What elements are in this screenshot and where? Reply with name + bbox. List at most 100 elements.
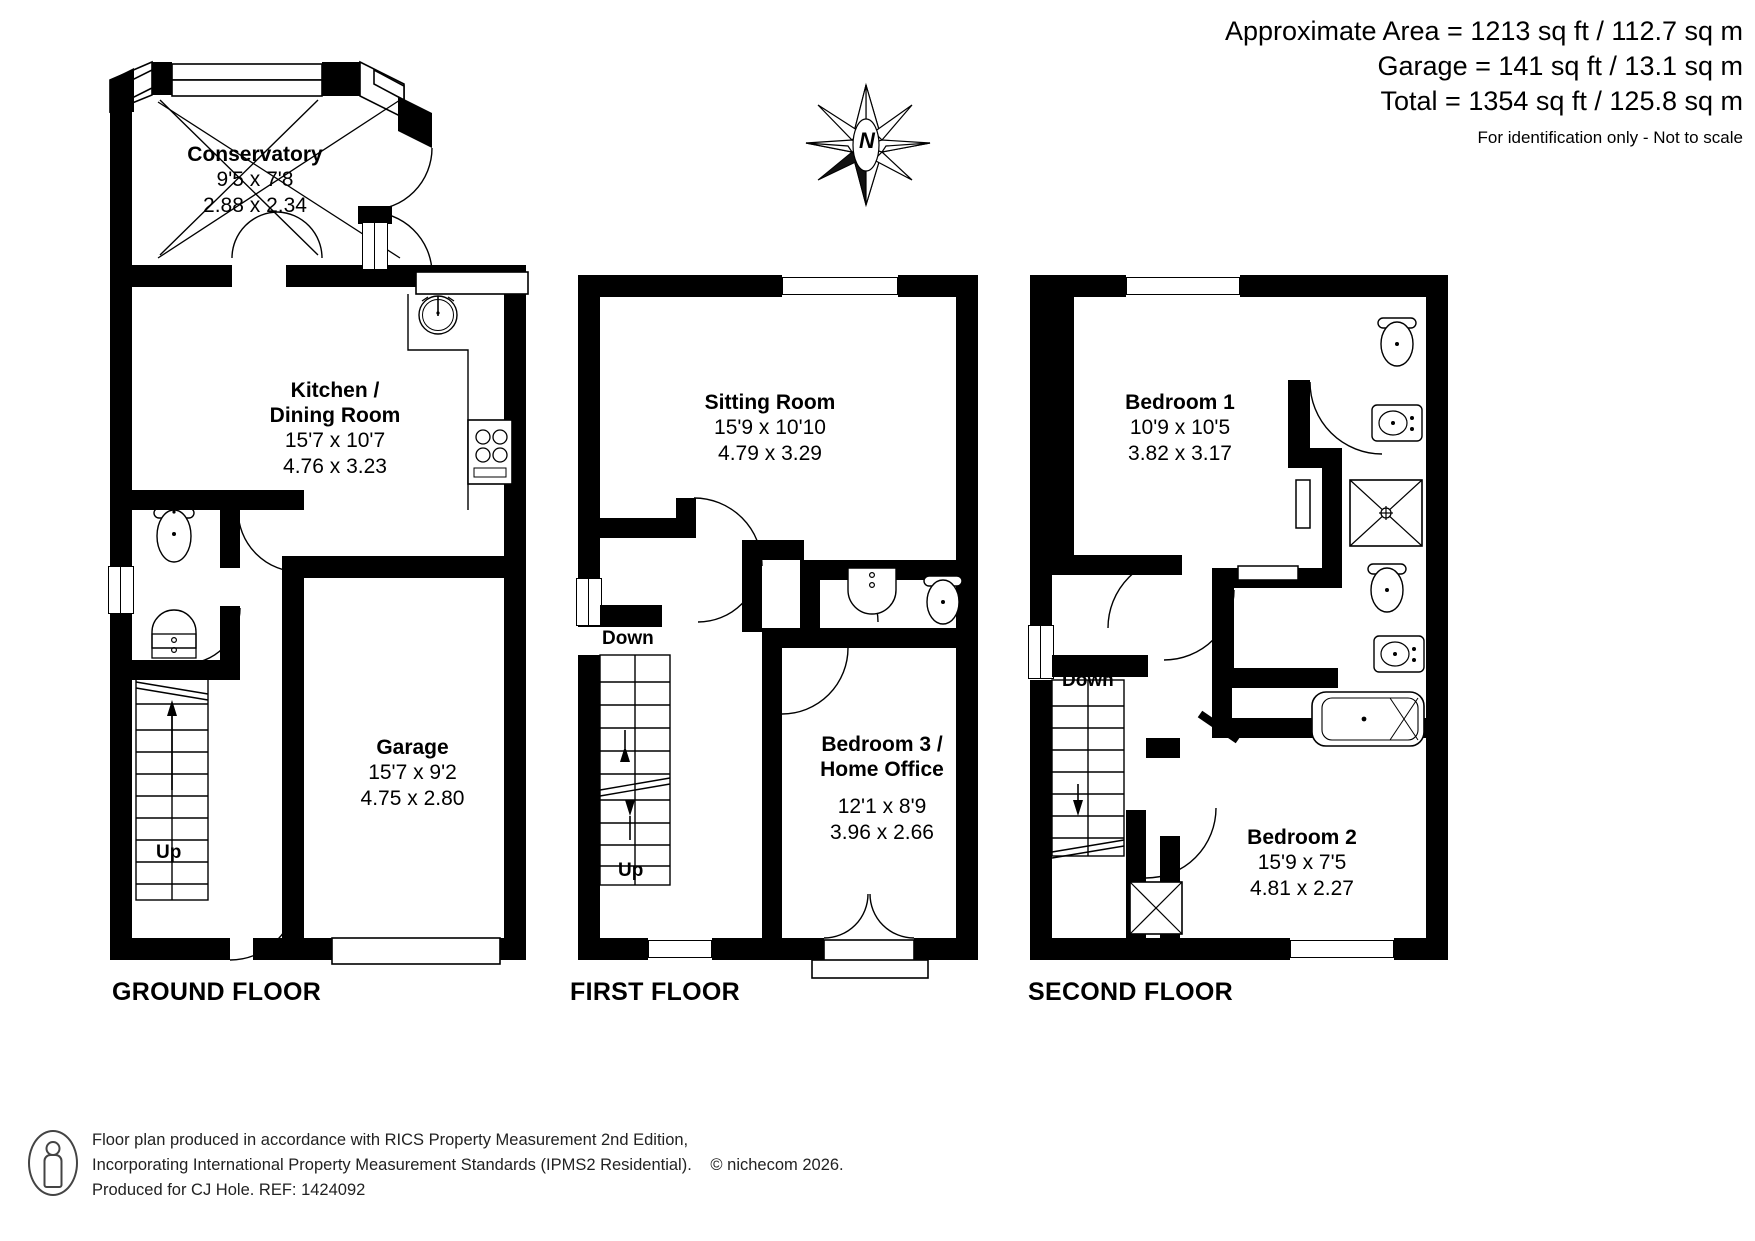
gf-wall-top-left2 [286, 265, 326, 287]
ff-stairs-up-label: Up [618, 860, 644, 881]
ff-wall-left [578, 275, 600, 627]
sitting-room-metric: 4.79 x 3.29 [718, 442, 822, 465]
sf-stairs-down-label: Down [1062, 670, 1114, 691]
gf-window-side-inner [374, 222, 388, 270]
ff-wall-top-a [578, 275, 782, 297]
bedroom3-imperial: 12'1 x 8'9 [837, 795, 927, 818]
person-icon [28, 1130, 78, 1196]
bedroom2-imperial: 15'9 x 7'5 [1257, 851, 1347, 874]
gf-wall-left-lower [110, 288, 132, 960]
garage-area-text: Garage = 141 sq ft / 13.1 sq m [1377, 51, 1743, 81]
sf-wall-left [1030, 275, 1052, 627]
bedroom2-name: Bedroom 2 [1247, 826, 1357, 849]
ff-wall-bed3-left [762, 648, 782, 940]
disclaimer-text: For identification only - Not to scale [1477, 128, 1743, 147]
sf-wall-left-lower [1030, 680, 1052, 960]
sf-wall-top-a [1030, 275, 1126, 297]
footer-line-3: Produced for CJ Hole. REF: 1424092 [92, 1181, 366, 1199]
gf-wall-bottom [110, 938, 230, 960]
sf-window-bottom [1290, 940, 1394, 958]
sf-wall-bed2-top [1146, 738, 1180, 758]
bedroom1-metric: 3.82 x 3.17 [1128, 442, 1232, 465]
ff-wall-landing-left [600, 605, 662, 627]
sf-window-top [1126, 277, 1240, 295]
gf-wall-garage-top [282, 556, 526, 578]
gf-wall-wc-right2 [220, 606, 240, 668]
room-kitchen-dining: Kitchen / Dining Room 15'7 x 10'7 4.76 x… [205, 378, 465, 480]
ff-wall-right-lower [956, 627, 978, 960]
sitting-room-name: Sitting Room [704, 391, 836, 414]
sf-wall-bed1-right [1288, 380, 1310, 460]
gf-wall-right-lower [504, 560, 526, 952]
area-summary: Approximate Area = 1213 sq ft / 112.7 sq… [1225, 14, 1743, 153]
sf-wall-bed1-bottom [1052, 555, 1182, 575]
gf-wall-left-upper [110, 110, 132, 288]
sf-wall-bath-top [1212, 668, 1338, 688]
room-bedroom1: Bedroom 1 10'9 x 10'5 3.82 x 3.17 [1075, 390, 1285, 467]
ff-wall-sitting-right-v [676, 498, 696, 538]
kitchen-dining-name-2: Dining Room [269, 404, 401, 427]
gf-wall-right-upper [504, 265, 526, 565]
ff-wall-hall-h [742, 540, 804, 560]
footer-line-1: Floor plan produced in accordance with R… [92, 1131, 689, 1149]
bedroom2-metric: 4.81 x 2.27 [1250, 877, 1354, 900]
gf-wall-kitchen-partition [240, 490, 304, 510]
room-sitting: Sitting Room 15'9 x 10'10 4.79 x 3.29 [660, 390, 880, 467]
gf-window-left-inner [120, 566, 134, 614]
garage-name: Garage [376, 736, 449, 759]
second-floor-label: SECOND FLOOR [1028, 978, 1233, 1006]
ff-wall-bath-top [800, 560, 978, 580]
kitchen-dining-name-1: Kitchen / [290, 379, 380, 402]
ff-window-bottom-left [648, 940, 712, 958]
room-conservatory: Conservatory 9'5 x 7'8 2.88 x 2.34 [130, 142, 380, 219]
garage-imperial: 15'7 x 9'2 [368, 761, 457, 784]
sf-wall-bed1-left [1052, 275, 1074, 555]
bedroom1-imperial: 10'9 x 10'5 [1129, 416, 1231, 439]
kitchen-dining-imperial: 15'7 x 10'7 [284, 429, 386, 452]
ff-wall-sitting-bottom [600, 518, 696, 538]
gf-wall-conservatory-stub [358, 206, 392, 224]
sf-wall-bath-bottom [1212, 718, 1426, 738]
sf-window-left-inner [1040, 625, 1054, 679]
ff-wall-bottom-right [914, 938, 978, 960]
gf-wall-wc-right [220, 490, 240, 568]
sf-wall-landing-h [1052, 655, 1148, 677]
gf-wall-top-mid [318, 265, 526, 287]
sf-wall-ensuite-v [1322, 448, 1342, 588]
sf-wall-top-b [1240, 275, 1448, 297]
bedroom1-name: Bedroom 1 [1125, 391, 1235, 414]
gf-stairs-up-label: Up [156, 842, 182, 863]
bedroom3-metric: 3.96 x 2.66 [830, 821, 934, 844]
compass-north-label: N [859, 128, 875, 153]
ff-stairs-down-label: Down [602, 628, 654, 649]
footer-line-2: Incorporating International Property Mea… [92, 1156, 692, 1174]
ff-wall-bottom-mid [712, 938, 824, 960]
bedroom3-name-1: Bedroom 3 / [821, 733, 943, 756]
footer-copyright: © nichecom 2026. [710, 1156, 844, 1174]
footer-disclaimer: Floor plan produced in accordance with R… [28, 1128, 844, 1203]
sf-wall-landing-v [1126, 810, 1146, 940]
ff-wall-left-lower [578, 655, 600, 960]
conservatory-metric: 2.88 x 2.34 [203, 194, 307, 217]
conservatory-imperial: 9'5 x 7'8 [216, 168, 294, 191]
ff-wall-bath-left [800, 560, 820, 640]
sitting-room-imperial: 15'9 x 10'10 [714, 416, 826, 439]
kitchen-dining-metric: 4.76 x 3.23 [283, 455, 387, 478]
gf-wall-top-left [132, 265, 232, 287]
garage-metric: 4.75 x 2.80 [360, 787, 465, 810]
sf-wall-bottom-right [1394, 938, 1448, 960]
bedroom3-name-2: Home Office [820, 758, 944, 781]
sf-wall-bottom-left [1030, 938, 1290, 960]
gf-wall-wc-bottom [132, 660, 240, 680]
ff-wall-bath-bottom [762, 628, 978, 648]
ff-wall-bottom-left [578, 938, 648, 960]
room-garage: Garage 15'7 x 9'2 4.75 x 2.80 [300, 735, 525, 812]
gf-wall-wc-top [132, 490, 240, 510]
sf-wall-landing-v2 [1160, 836, 1180, 940]
ff-wall-right-upper [956, 275, 978, 627]
room-bedroom3-office: Bedroom 3 / Home Office 12'1 x 8'9 3.96 … [782, 732, 982, 846]
approximate-area-text: Approximate Area = 1213 sq ft / 112.7 sq… [1224, 16, 1743, 46]
first-floor-label: FIRST FLOOR [570, 978, 740, 1006]
total-area-text: Total = 1354 sq ft / 125.8 sq m [1380, 86, 1743, 116]
conservatory-name: Conservatory [187, 143, 323, 166]
